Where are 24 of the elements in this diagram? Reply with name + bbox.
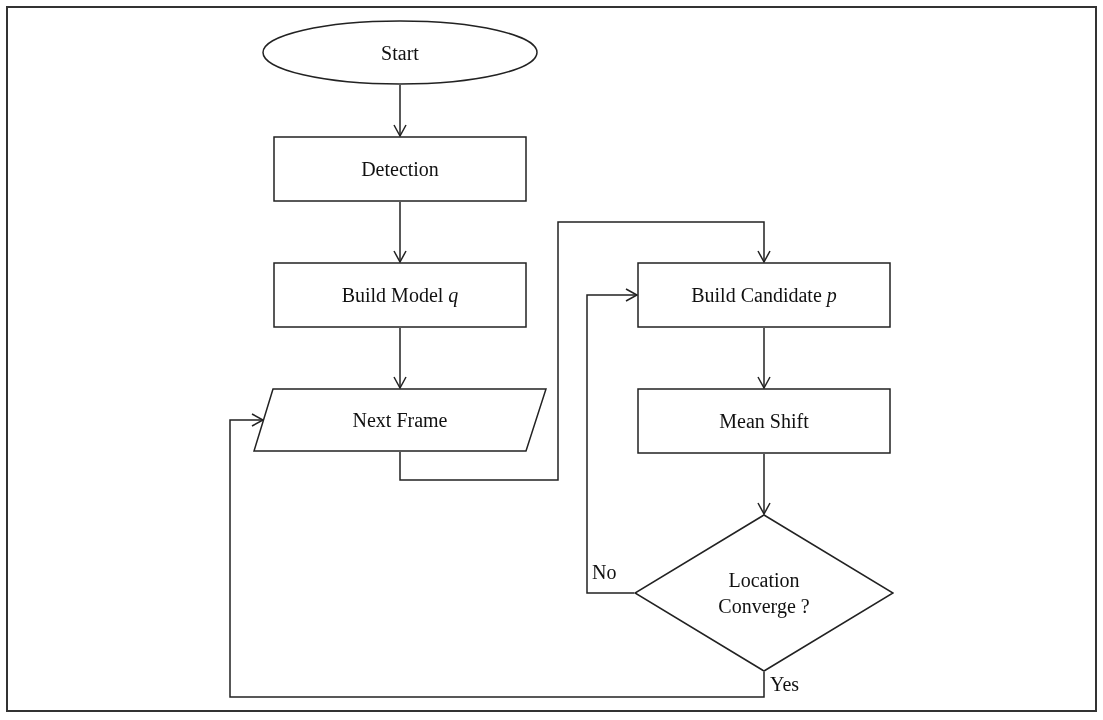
process-box (273, 136, 527, 202)
arrow (229, 413, 765, 698)
input-parallelogram (253, 388, 547, 452)
arrow (393, 201, 407, 263)
node-label: Next Frame (352, 408, 448, 433)
arrow (399, 221, 771, 481)
process-box (273, 262, 527, 328)
arrow (393, 327, 407, 389)
node-label: Start (381, 40, 419, 66)
node-label: Build Candidate p (691, 283, 837, 308)
arrow (757, 453, 771, 515)
arrow (586, 288, 638, 594)
edge-label: No (592, 560, 617, 584)
decision-diamond (634, 514, 894, 672)
process-box (637, 388, 891, 454)
node-label: Build Model q (341, 283, 459, 308)
process-box (637, 262, 891, 328)
arrow (757, 327, 771, 389)
node-label: Mean Shift (719, 409, 809, 434)
node-label: Detection (361, 157, 439, 182)
start-ellipse (262, 20, 538, 85)
node-label: Location Converge ? (717, 568, 811, 619)
arrow (393, 84, 407, 137)
edge-label: Yes (770, 672, 800, 696)
